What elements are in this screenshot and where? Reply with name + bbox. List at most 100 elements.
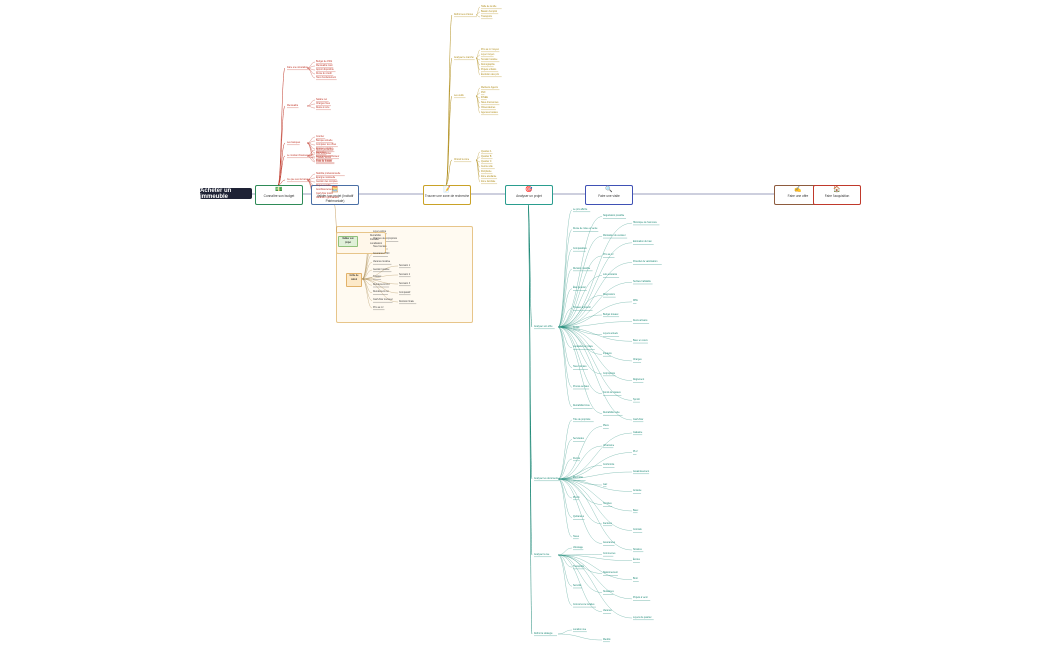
validate-panel-2-tag[interactable]: Grille de calcul (346, 273, 362, 287)
analyse-item[interactable]: Urbanisme (603, 444, 615, 447)
zone-item[interactable]: Tension locative (481, 58, 498, 61)
budget-item[interactable]: Taux d'endettement (316, 76, 336, 79)
analyse-item[interactable]: Titre de propriété (573, 418, 591, 421)
validate-calc-item[interactable]: Rendement net (373, 291, 389, 294)
analyse-item[interactable]: Écoles (633, 559, 640, 562)
analyse-item[interactable]: Impayés (603, 352, 612, 355)
validate-calc-item[interactable]: Rendement brut (373, 283, 390, 286)
zone-item[interactable]: Périphérie (481, 170, 492, 173)
validate-calc-item[interactable]: Cash-flow mensuel (373, 298, 393, 301)
analyse-item[interactable]: Locataires en place (573, 346, 593, 349)
budget-item[interactable]: Projet rentable (316, 184, 331, 187)
analyse-item[interactable]: Devis artisans (633, 320, 648, 323)
root-node[interactable]: Acheter un immeuble (200, 188, 252, 200)
analyse-item[interactable]: Surface habitable (633, 280, 651, 283)
budget-item[interactable]: Charges fixes (316, 102, 331, 105)
budget-item[interactable]: Dossier complet (316, 147, 333, 150)
zone-item[interactable]: Démographie (481, 63, 495, 66)
analyse-item[interactable]: Meublé (603, 638, 611, 641)
budget-item[interactable]: Assurance emprunteur (316, 155, 340, 158)
analyse-item[interactable]: Durée de mise en vente (573, 228, 598, 231)
analyse-item[interactable]: Vacance (603, 610, 612, 613)
stage-node-7[interactable]: 🏠Faire l'acquisition (813, 185, 861, 205)
validate-calc-item[interactable]: Assurance PNO (373, 253, 390, 256)
analyse-item[interactable]: Taxe foncière (573, 366, 587, 368)
analyse-item[interactable]: Diagnostics (603, 293, 615, 296)
budget-item[interactable]: Frais de notaire (316, 160, 332, 163)
analyse-item[interactable]: Assurances (603, 542, 616, 544)
analyse-item[interactable]: Factures (603, 522, 612, 525)
zone-item[interactable]: Meilleurs Agents (481, 86, 498, 89)
analyse-item[interactable]: Potentiel de valorisation (633, 261, 658, 263)
validate-calc-item[interactable]: Prix au m² (373, 306, 384, 309)
analyse-item[interactable]: Prix au m² (603, 254, 614, 257)
budget-item[interactable]: Gestion des comptes (316, 180, 338, 183)
validate-calc-item[interactable]: Scénario 1 (399, 264, 410, 267)
analyse-item[interactable]: Lots existants (603, 274, 618, 277)
budget-item[interactable]: Salaire net (316, 98, 327, 101)
zone-item[interactable]: Quartier B (481, 155, 492, 158)
budget-group[interactable]: Mensualité (287, 104, 299, 107)
analyse-item[interactable]: Nuisances (603, 591, 614, 594)
budget-group[interactable]: Le montant financement (287, 154, 312, 157)
validate-calc-item[interactable]: Gestion locative (373, 268, 390, 271)
stage-node-4[interactable]: 🎯Analyser un projet (505, 185, 553, 205)
zone-item[interactable]: Zone étudiante (481, 175, 497, 178)
analyse-item[interactable]: Voisinage (573, 546, 583, 549)
analyse-item[interactable]: Concurrence locative (573, 603, 595, 606)
zone-item[interactable]: Évolution des prix (481, 73, 500, 76)
analyse-item[interactable]: Comparables (573, 247, 587, 250)
analyse-item[interactable]: Motivation du vendeur (603, 234, 626, 237)
budget-item[interactable]: Travaux inclus (316, 156, 331, 159)
analyse-item[interactable]: Fonds de travaux (603, 392, 621, 395)
budget-item[interactable]: Mensualité maxi (316, 64, 333, 67)
analyse-item[interactable]: Sécurité (573, 584, 582, 587)
zone-item[interactable]: Bassin d'emploi (481, 10, 498, 13)
analyse-item[interactable]: Délais (573, 326, 580, 329)
analyse-item[interactable]: Rentabilité nette (603, 411, 620, 414)
zone-group[interactable]: Choisir la zone (454, 158, 470, 161)
stage-node-1[interactable]: 💵Connaître son budget (255, 185, 303, 205)
analyse-item[interactable]: Sinistres (633, 548, 642, 551)
validate-calc-item[interactable]: Scénario 2 (399, 273, 410, 276)
analyse-item[interactable]: Termites (603, 503, 612, 505)
budget-item[interactable]: Courtier (316, 135, 325, 138)
analyse-item[interactable]: Contrats (633, 529, 642, 531)
analyse-item[interactable]: Location nue (573, 628, 587, 631)
zone-item[interactable]: Transports (481, 15, 492, 18)
analyse-item[interactable]: Baux en cours (633, 339, 648, 342)
analyse-item[interactable]: Négociation possible (603, 215, 625, 218)
validate-panel-1-tag[interactable]: Valider son projet (338, 236, 358, 247)
analyse-item[interactable]: Estimation du bien (633, 241, 652, 244)
validate-calc-item[interactable]: Scénario 3 (399, 282, 410, 285)
zone-item[interactable]: Sites d'annonces (481, 101, 499, 104)
zone-item[interactable]: DVF (481, 91, 486, 94)
analyse-section[interactable]: Analyser les documents (534, 477, 559, 480)
analyse-section[interactable]: Analyser la rue (534, 553, 550, 556)
zone-item[interactable]: Zone familiale (481, 180, 496, 183)
stage-node-5[interactable]: 🔍Faire une visite (585, 185, 633, 205)
analyse-item[interactable]: Amiante (633, 490, 642, 492)
validate-item[interactable]: Rentabilité (370, 234, 381, 237)
zone-item[interactable]: Quartier C (481, 160, 492, 163)
analyse-item[interactable]: Loyers du quartier (633, 616, 652, 619)
validate-item[interactable]: Localisation (370, 242, 383, 245)
zone-item[interactable]: Quartier A (481, 150, 492, 153)
zone-group[interactable]: Définir ses critères (454, 13, 474, 16)
validate-calc-item[interactable]: Charges de copropriété (373, 238, 398, 241)
analyse-item[interactable]: Cash-flow (633, 418, 644, 421)
analyse-item[interactable]: Historique de l'annonce (633, 221, 657, 224)
budget-group[interactable]: Faire une simulation (287, 66, 308, 69)
zone-item[interactable]: Observatoires (481, 106, 496, 109)
analyse-item[interactable]: Permis (573, 457, 581, 460)
validate-item[interactable]: Fiscalité (370, 238, 379, 241)
analyse-item[interactable]: Budget travaux (603, 313, 619, 316)
analyse-item[interactable]: DPE (633, 300, 638, 303)
validate-calc-item[interactable]: Décision finale (399, 300, 414, 303)
budget-item[interactable]: Prêt immobilier (316, 152, 332, 155)
budget-item[interactable]: Apport disponible (316, 68, 334, 71)
validate-calc-item[interactable]: Vacance locative (373, 260, 391, 263)
budget-item[interactable]: Durée du crédit (316, 72, 332, 75)
analyse-item[interactable]: Rentabilité brute (573, 405, 590, 408)
analyse-item[interactable]: Transports (573, 565, 584, 568)
